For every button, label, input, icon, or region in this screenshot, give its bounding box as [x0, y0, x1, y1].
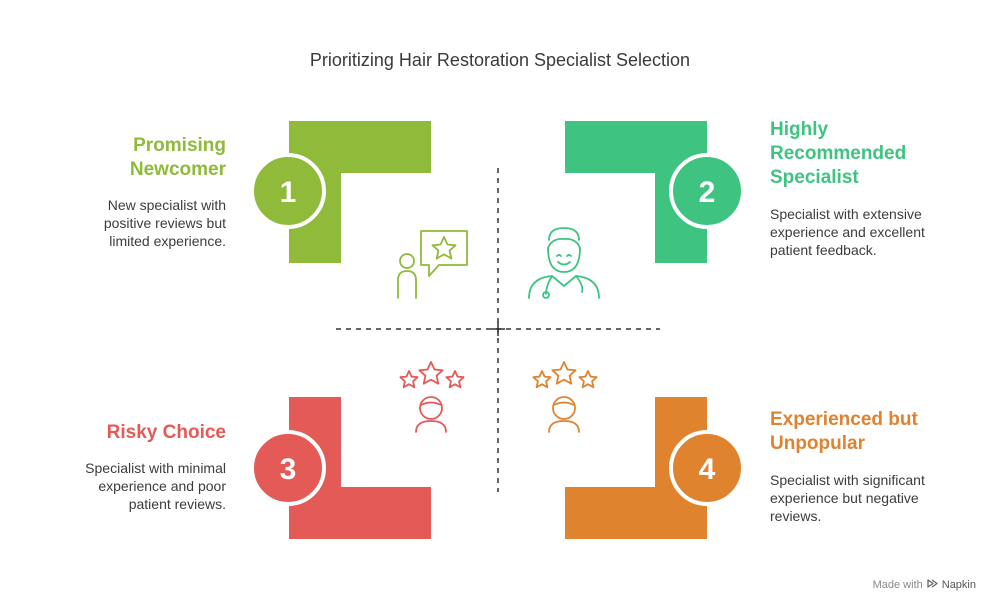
quadrant-4-description-line: reviews.: [770, 508, 822, 524]
quadrant-3-badge: [250, 430, 326, 506]
quadrant-4-description-line: experience but negative: [770, 490, 919, 506]
quadrant-1-title: Promising Newcomer: [40, 134, 226, 182]
quadrant-1-description: New specialist with positive reviews but…: [40, 196, 226, 250]
person-stars-icon: [399, 361, 465, 433]
quadrant-4-number: 4: [699, 453, 716, 486]
quadrant-3-description-line: patient reviews.: [128, 496, 226, 512]
quadrant-1-description-line: limited experience.: [109, 233, 226, 249]
quadrant-3-description-line: Specialist with minimal: [85, 460, 226, 476]
quadrant-3-shape: [289, 397, 431, 539]
quadrant-2-description-line: patient feedback.: [770, 242, 877, 258]
quadrant-4-description: Specialist with significant experience b…: [770, 471, 980, 525]
quadrant-1-number: 1: [280, 176, 297, 209]
quadrant-3-title: Risky Choice: [40, 421, 226, 445]
napkin-logo-icon: [927, 578, 938, 592]
quadrant-3-description-line: experience and poor: [98, 478, 226, 494]
quadrant-4-description-line: Specialist with significant: [770, 472, 925, 488]
made-with-credit[interactable]: Made with Napkin: [873, 578, 976, 592]
quadrant-4-title: Experienced but Unpopular: [770, 408, 980, 456]
quadrant-1-description-line: positive reviews but: [103, 215, 226, 231]
quadrant-3-number: 3: [280, 453, 297, 486]
quadrant-1-title-line: Newcomer: [129, 159, 226, 180]
quadrant-1-shape: [289, 121, 431, 263]
person-stars-icon: [532, 361, 598, 433]
credit-brand: Napkin: [941, 579, 976, 591]
quadrant-2-badge: [669, 153, 745, 229]
quadrant-2-description: Specialist with extensive experience and…: [770, 205, 980, 259]
quadrant-2-title: Highly Recommended Specialist: [770, 118, 970, 190]
quadrant-1-badge: [250, 153, 326, 229]
quadrant-2-description-line: Specialist with extensive: [770, 206, 922, 222]
quadrant-3-title-line: Risky Choice: [106, 422, 226, 443]
quadrant-2-title-line: Recommended: [770, 143, 907, 164]
quadrant-2-description-line: experience and excellent: [770, 224, 925, 240]
quadrant-4-title-line: Experienced but: [770, 409, 918, 430]
doctor-stethoscope-icon: [528, 227, 600, 299]
quadrant-4-title-line: Unpopular: [770, 433, 865, 454]
quadrant-2-shape: [565, 121, 707, 263]
page-title: Prioritizing Hair Restoration Specialist…: [309, 50, 691, 70]
quadrant-2-title-line: Specialist: [770, 167, 859, 188]
person-review-star-icon: [397, 230, 468, 299]
quadrant-2-number: 2: [699, 176, 716, 209]
quadrant-1-title-line: Promising: [133, 135, 226, 156]
quadrant-4-shape: [565, 397, 707, 539]
quadrant-1-description-line: New specialist with: [107, 197, 226, 213]
credit-prefix: Made with: [872, 579, 923, 591]
quadrant-2-title-line: Highly: [770, 119, 829, 140]
quadrant-3-description: Specialist with minimal experience and p…: [40, 459, 226, 513]
quadrant-4-badge: [669, 430, 745, 506]
